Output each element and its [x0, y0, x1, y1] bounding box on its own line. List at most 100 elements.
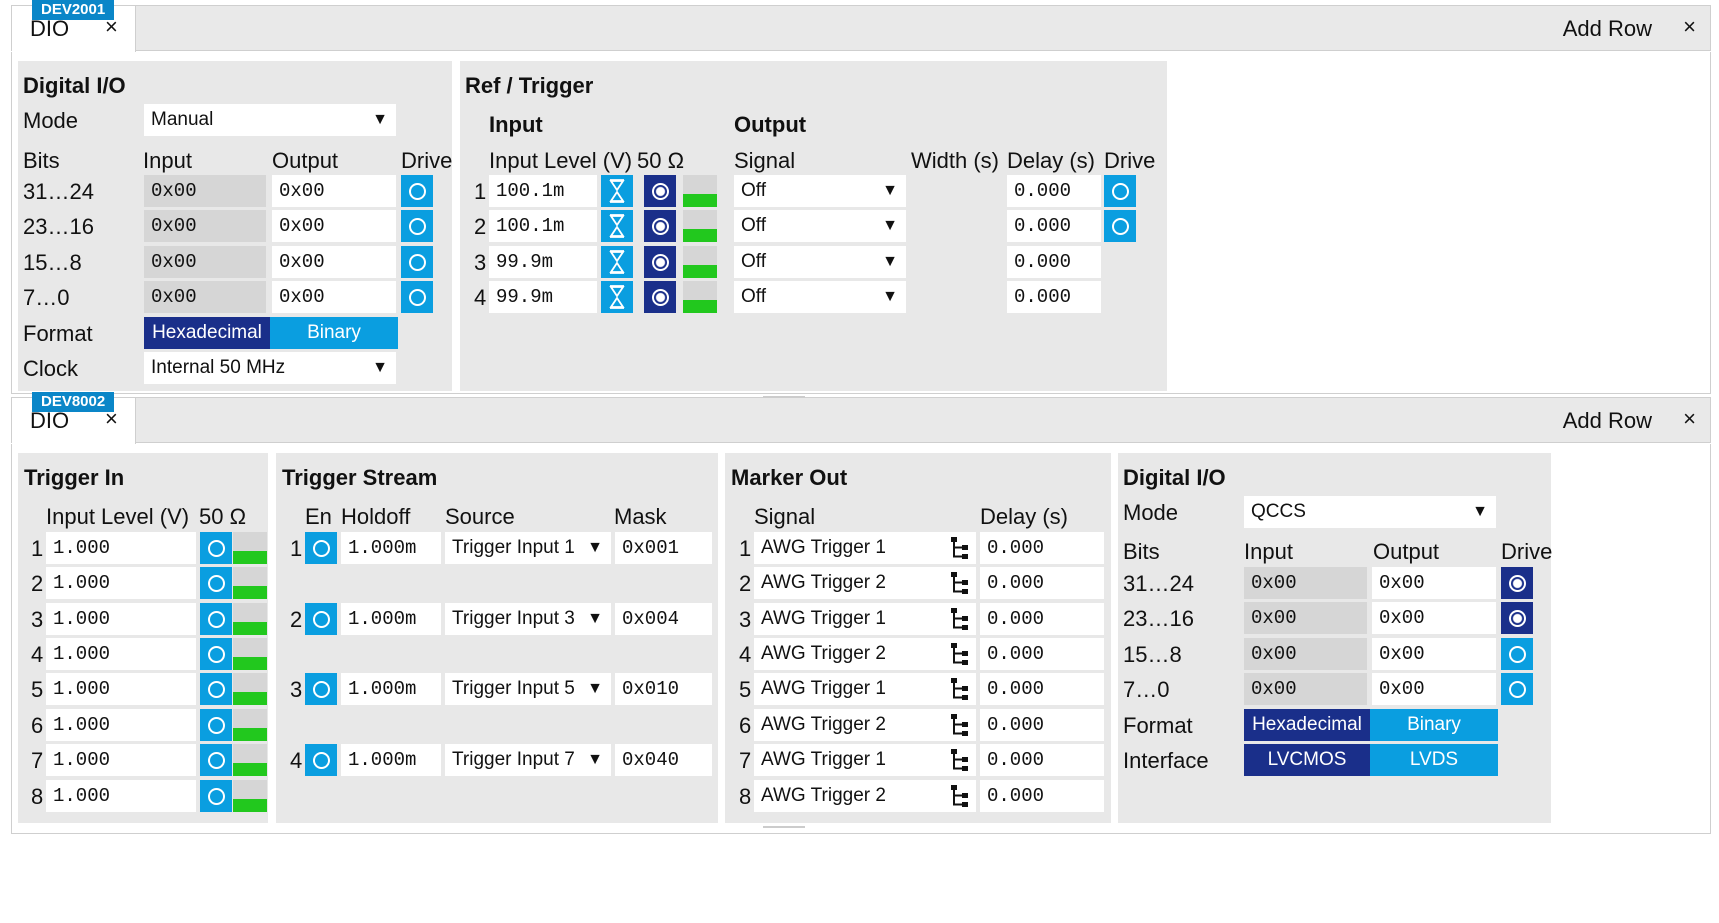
output-field[interactable]: 0x00: [1372, 567, 1496, 599]
auto-threshold-icon[interactable]: [601, 210, 633, 242]
signal-select[interactable]: Off▼: [734, 210, 906, 242]
close-icon[interactable]: ×: [105, 14, 118, 39]
format-hexadecimal-button[interactable]: Hexadecimal: [1244, 709, 1370, 741]
delay-field[interactable]: 0.000: [980, 567, 1104, 599]
signal-select[interactable]: Trigger Input 5▼: [445, 673, 611, 705]
add-row-button[interactable]: Add Row: [1562, 16, 1652, 41]
radio-toggle[interactable]: [305, 603, 337, 635]
resize-handle[interactable]: [763, 396, 805, 398]
mask-field[interactable]: 0x001: [615, 532, 712, 564]
signal-field[interactable]: AWG Trigger 1: [754, 603, 976, 635]
mode-select[interactable]: Manual▼: [144, 104, 396, 136]
hierarchy-icon[interactable]: [950, 607, 970, 631]
signal-field[interactable]: AWG Trigger 2: [754, 780, 976, 812]
auto-threshold-icon[interactable]: [601, 281, 633, 313]
radio-toggle[interactable]: [644, 246, 676, 278]
signal-field[interactable]: AWG Trigger 1: [754, 532, 976, 564]
hierarchy-icon[interactable]: [950, 784, 970, 808]
input-level-field[interactable]: 100.1m: [489, 210, 597, 242]
delay-field[interactable]: 0.000: [980, 744, 1104, 776]
hierarchy-icon[interactable]: [950, 713, 970, 737]
holdoff-field[interactable]: 1.000m: [341, 532, 441, 564]
input-level-field[interactable]: 1.000: [46, 638, 196, 670]
radio-toggle[interactable]: [200, 567, 232, 599]
delay-field[interactable]: 0.000: [980, 673, 1104, 705]
drive-toggle[interactable]: [401, 175, 433, 207]
radio-toggle[interactable]: [644, 281, 676, 313]
input-level-field[interactable]: 1.000: [46, 567, 196, 599]
radio-toggle[interactable]: [200, 744, 232, 776]
drive-toggle[interactable]: [401, 281, 433, 313]
signal-select[interactable]: Off▼: [734, 175, 906, 207]
delay-field[interactable]: 0.000: [980, 780, 1104, 812]
delay-field[interactable]: 0.000: [1007, 246, 1101, 278]
input-level-field[interactable]: 1.000: [46, 709, 196, 741]
drive-toggle[interactable]: [401, 246, 433, 278]
output-field[interactable]: 0x00: [272, 246, 396, 278]
output-field[interactable]: 0x00: [272, 281, 396, 313]
format-hexadecimal-button[interactable]: Hexadecimal: [144, 317, 270, 349]
mask-field[interactable]: 0x004: [615, 603, 712, 635]
signal-select[interactable]: Off▼: [734, 246, 906, 278]
delay-field[interactable]: 0.000: [1007, 281, 1101, 313]
close-icon[interactable]: ×: [1683, 406, 1696, 431]
format-binary-button[interactable]: Binary: [1370, 709, 1498, 741]
delay-field[interactable]: 0.000: [1007, 175, 1101, 207]
close-icon[interactable]: ×: [1683, 14, 1696, 39]
radio-toggle[interactable]: [200, 638, 232, 670]
drive-toggle[interactable]: [1501, 673, 1533, 705]
auto-threshold-icon[interactable]: [601, 246, 633, 278]
signal-select[interactable]: Trigger Input 1▼: [445, 532, 611, 564]
input-level-field[interactable]: 1.000: [46, 603, 196, 635]
input-level-field[interactable]: 1.000: [46, 744, 196, 776]
mask-field[interactable]: 0x040: [615, 744, 712, 776]
hierarchy-icon[interactable]: [950, 536, 970, 560]
hierarchy-icon[interactable]: [950, 748, 970, 772]
radio-toggle[interactable]: [644, 210, 676, 242]
clock-select[interactable]: Internal 50 MHz▼: [144, 352, 396, 384]
radio-toggle[interactable]: [200, 603, 232, 635]
signal-select[interactable]: Off▼: [734, 281, 906, 313]
drive-toggle[interactable]: [401, 210, 433, 242]
input-level-field[interactable]: 1.000: [46, 532, 196, 564]
add-row-button[interactable]: Add Row: [1562, 408, 1652, 433]
resize-handle[interactable]: [763, 826, 805, 828]
input-level-field[interactable]: 1.000: [46, 673, 196, 705]
mask-field[interactable]: 0x010: [615, 673, 712, 705]
radio-toggle[interactable]: [1104, 210, 1136, 242]
radio-toggle[interactable]: [200, 532, 232, 564]
hierarchy-icon[interactable]: [950, 571, 970, 595]
auto-threshold-icon[interactable]: [601, 175, 633, 207]
signal-field[interactable]: AWG Trigger 1: [754, 673, 976, 705]
input-level-field[interactable]: 1.000: [46, 780, 196, 812]
input-level-field[interactable]: 99.9m: [489, 281, 597, 313]
radio-toggle[interactable]: [200, 780, 232, 812]
output-field[interactable]: 0x00: [1372, 673, 1496, 705]
input-level-field[interactable]: 100.1m: [489, 175, 597, 207]
delay-field[interactable]: 0.000: [980, 638, 1104, 670]
drive-toggle[interactable]: [1501, 602, 1533, 634]
radio-toggle[interactable]: [1104, 175, 1136, 207]
drive-toggle[interactable]: [1501, 567, 1533, 599]
interface-lvcmos-button[interactable]: LVCMOS: [1244, 744, 1370, 776]
output-field[interactable]: 0x00: [1372, 602, 1496, 634]
mode-select[interactable]: QCCS▼: [1244, 496, 1496, 528]
radio-toggle[interactable]: [200, 673, 232, 705]
delay-field[interactable]: 0.000: [1007, 210, 1101, 242]
radio-toggle[interactable]: [644, 175, 676, 207]
input-level-field[interactable]: 99.9m: [489, 246, 597, 278]
hierarchy-icon[interactable]: [950, 642, 970, 666]
delay-field[interactable]: 0.000: [980, 709, 1104, 741]
radio-toggle[interactable]: [305, 673, 337, 705]
delay-field[interactable]: 0.000: [980, 532, 1104, 564]
signal-field[interactable]: AWG Trigger 2: [754, 567, 976, 599]
delay-field[interactable]: 0.000: [980, 603, 1104, 635]
holdoff-field[interactable]: 1.000m: [341, 673, 441, 705]
hierarchy-icon[interactable]: [950, 677, 970, 701]
radio-toggle[interactable]: [200, 709, 232, 741]
output-field[interactable]: 0x00: [272, 210, 396, 242]
signal-select[interactable]: Trigger Input 3▼: [445, 603, 611, 635]
holdoff-field[interactable]: 1.000m: [341, 603, 441, 635]
radio-toggle[interactable]: [305, 744, 337, 776]
interface-lvds-button[interactable]: LVDS: [1370, 744, 1498, 776]
